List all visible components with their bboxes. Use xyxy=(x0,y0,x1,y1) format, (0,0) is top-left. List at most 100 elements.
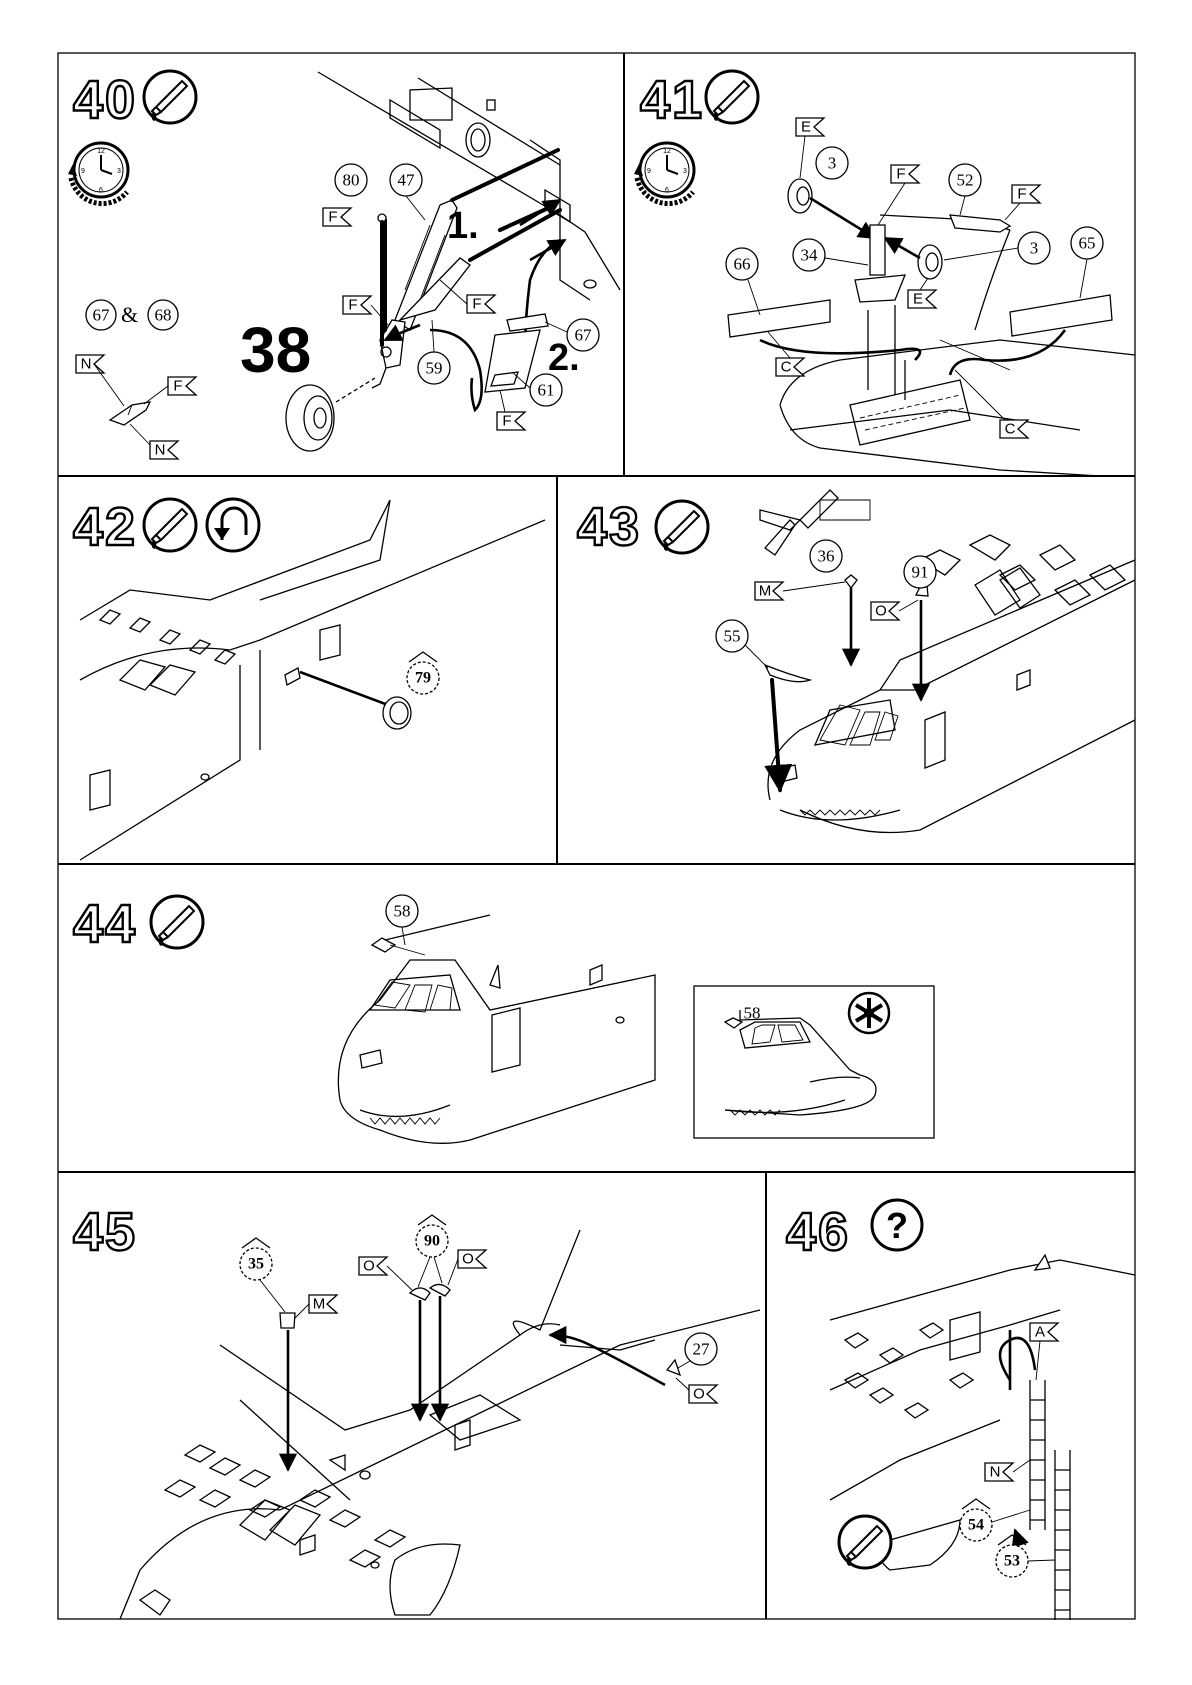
svg-text:F: F xyxy=(472,296,481,313)
glue-icon xyxy=(839,1516,891,1568)
svg-text:M: M xyxy=(313,1296,326,1313)
svg-text:35: 35 xyxy=(248,1256,264,1273)
part-number-callout: 59 xyxy=(426,359,443,378)
part-number-callout: 91 xyxy=(912,563,929,582)
step-44-panel: 44 58 58 xyxy=(73,894,934,1143)
color-flag: M xyxy=(309,1295,337,1313)
part-number-callout: 67 xyxy=(93,306,111,325)
svg-text:F: F xyxy=(328,209,337,226)
part-number-text: 58 xyxy=(744,1004,761,1023)
color-flag: F xyxy=(168,377,196,395)
svg-text:N: N xyxy=(81,356,92,373)
svg-text:79: 79 xyxy=(415,670,431,687)
order-label: 1. xyxy=(447,205,479,247)
svg-text:C: C xyxy=(781,359,792,376)
part-number-callout: 68 xyxy=(155,306,172,325)
step-40-panel: 40 67 & 68 N F N 38 xyxy=(68,70,620,459)
part-number-callout: 65 xyxy=(1079,234,1096,253)
step-43-panel: 43 36 M 91 O xyxy=(577,490,1135,833)
svg-text:O: O xyxy=(462,1251,474,1268)
color-flag: E xyxy=(908,290,936,308)
glue-icon xyxy=(151,896,203,948)
svg-text:90: 90 xyxy=(424,1233,440,1250)
color-flag: F xyxy=(891,165,919,183)
color-flag: F xyxy=(323,208,351,226)
step-number: 42 xyxy=(73,497,137,557)
svg-text:E: E xyxy=(913,291,923,308)
part-number-callout: 52 xyxy=(957,171,974,190)
part-number-callout: 67 xyxy=(575,326,593,345)
svg-text:F: F xyxy=(896,166,905,183)
part-callout-dashed: 79 xyxy=(407,652,439,694)
color-flag: F xyxy=(497,412,525,430)
part-number-callout: 80 xyxy=(343,171,360,190)
svg-text:M: M xyxy=(759,583,772,600)
color-flag: M xyxy=(755,582,783,600)
svg-text:N: N xyxy=(990,1464,1001,1481)
glue-icon xyxy=(656,501,708,553)
color-flag: A xyxy=(1030,1323,1058,1341)
step-42-panel: 42 79 xyxy=(73,497,545,860)
color-flag: O xyxy=(689,1385,717,1403)
part-number-callout: 36 xyxy=(818,547,835,566)
part-number-callout: 27 xyxy=(693,1340,711,1359)
glue-icon xyxy=(706,71,758,123)
color-flag: O xyxy=(871,602,899,620)
ampersand-text: & xyxy=(121,302,138,327)
part-callout-dashed: 35 xyxy=(240,1238,272,1280)
step-41-panel: 41 E 3 xyxy=(634,70,1135,476)
part-number-callout: 3 xyxy=(1030,239,1039,258)
detail-inset: 58 xyxy=(694,986,934,1138)
part-number-callout: 55 xyxy=(724,627,741,646)
svg-text:?: ? xyxy=(886,1205,908,1246)
detail-asterisk-icon xyxy=(849,993,889,1033)
step-number: 41 xyxy=(640,70,704,130)
svg-text:F: F xyxy=(502,413,511,430)
part-number-callout: 61 xyxy=(538,381,555,400)
part-callout-dashed: 90 xyxy=(416,1215,448,1257)
step-46-panel: 46 ? A N 5 xyxy=(786,1200,1135,1620)
color-flag: N xyxy=(985,1463,1013,1481)
svg-text:O: O xyxy=(363,1258,375,1275)
color-flag: F xyxy=(343,296,371,314)
color-flag: F xyxy=(1012,185,1040,203)
svg-text:F: F xyxy=(1017,186,1026,203)
color-flag: O xyxy=(458,1250,486,1268)
clock-icon xyxy=(68,143,128,204)
svg-text:C: C xyxy=(1005,421,1016,438)
question-icon: ? xyxy=(872,1200,922,1250)
color-flag: N xyxy=(76,355,104,373)
ladder xyxy=(1030,1380,1070,1620)
svg-text:53: 53 xyxy=(1004,1553,1020,1570)
step-number: 46 xyxy=(786,1202,850,1262)
part-number-callout: 3 xyxy=(828,154,837,173)
color-flag: O xyxy=(359,1257,387,1275)
step-number: 40 xyxy=(73,70,137,130)
part-callout-dashed: 53 xyxy=(996,1535,1028,1577)
svg-text:F: F xyxy=(348,297,357,314)
step-number: 44 xyxy=(73,894,137,954)
svg-text:O: O xyxy=(693,1386,705,1403)
color-flag: N xyxy=(150,441,178,459)
color-flag: F xyxy=(467,295,495,313)
color-flag: E xyxy=(796,118,824,136)
part-callout-dashed: 54 xyxy=(960,1499,992,1541)
step-number: 43 xyxy=(577,497,641,557)
color-flag: C xyxy=(1000,420,1028,438)
svg-text:N: N xyxy=(155,442,166,459)
svg-text:A: A xyxy=(1035,1324,1045,1341)
part-number-callout: 34 xyxy=(801,246,819,265)
glue-icon xyxy=(144,71,196,123)
clock-icon xyxy=(634,143,694,204)
part-number-callout: 47 xyxy=(398,171,416,190)
svg-text:F: F xyxy=(173,378,182,395)
big-part-label: 38 xyxy=(240,314,311,386)
rotate-icon xyxy=(207,499,259,551)
page-grid xyxy=(58,53,1135,1619)
svg-text:E: E xyxy=(801,119,811,136)
step-number: 45 xyxy=(73,1202,137,1262)
part-number-callout: 66 xyxy=(734,255,751,274)
svg-text:54: 54 xyxy=(968,1517,984,1534)
part-number-callout: 58 xyxy=(394,902,411,921)
